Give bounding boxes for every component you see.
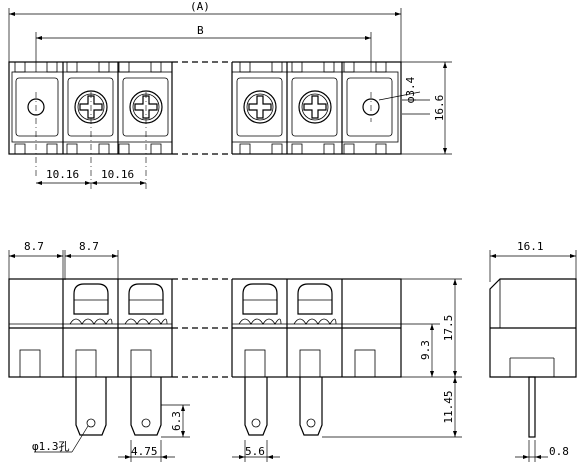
dim-pin-thickness: 0.8 bbox=[549, 445, 569, 458]
front-view: 8.7 8.7 bbox=[8, 240, 462, 462]
dim-pin-slot: 6.3 bbox=[170, 411, 183, 431]
dim-end-width-2: 8.7 bbox=[79, 240, 99, 253]
mounting-hole-icon bbox=[27, 92, 45, 176]
dim-pin-length: 11.45 bbox=[442, 390, 455, 423]
dim-overall-length: (A) bbox=[190, 0, 210, 13]
top-view: (A) B bbox=[8, 0, 452, 190]
screw-icon bbox=[243, 90, 277, 124]
dim-pitch-2: 10.16 bbox=[101, 168, 134, 181]
dim-pin-spacing: 5.6 bbox=[245, 445, 265, 458]
screw-icon bbox=[298, 90, 332, 124]
dim-end-width-1: 8.7 bbox=[24, 240, 44, 253]
dim-pitch-span: B bbox=[197, 24, 204, 37]
dim-hole-diameter: φ3.4 bbox=[404, 76, 417, 103]
side-view: 16.1 0.8 bbox=[489, 240, 577, 462]
dim-total-height: 17.5 bbox=[442, 315, 455, 342]
dim-side-depth: 16.1 bbox=[517, 240, 544, 253]
dim-pin-width: 4.75 bbox=[131, 445, 158, 458]
dim-pin-hole: φ1.3孔 bbox=[32, 440, 70, 453]
dim-pitch-1: 10.16 bbox=[46, 168, 79, 181]
mounting-hole-icon bbox=[362, 92, 380, 122]
dim-base-height: 9.3 bbox=[419, 340, 432, 360]
dim-body-height: 16.6 bbox=[433, 95, 446, 122]
